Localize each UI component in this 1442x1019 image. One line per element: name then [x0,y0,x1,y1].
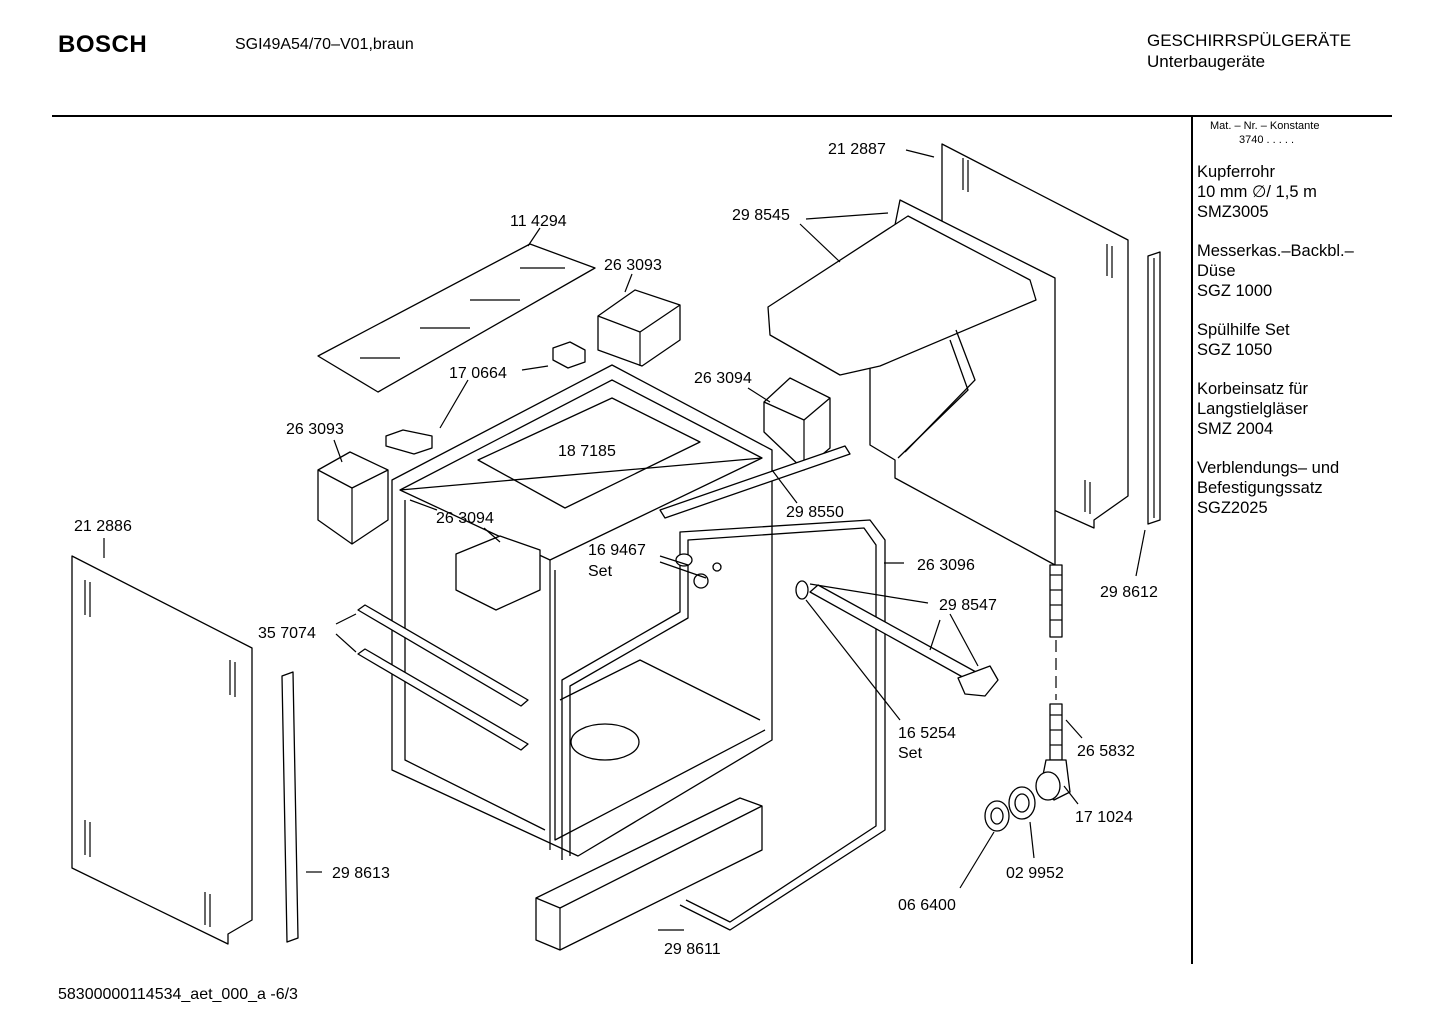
accessory-item: Spülhilfe Set SGZ 1050 [1197,320,1354,360]
rail-upper [357,604,529,707]
part-label: 06 6400 [898,897,956,914]
part-label: 18 7185 [558,443,616,460]
elbow-connector [1035,759,1071,801]
side-strip-right [1147,251,1161,525]
part-label: 29 8612 [1100,584,1158,601]
part-label: 17 1024 [1075,809,1133,826]
accessory-list: Kupferrohr 10 mm ∅/ 1,5 m SMZ3005 Messer… [1197,162,1354,537]
material-number-value: 3740 . . . . . [1239,134,1295,146]
part-label: 26 3096 [917,557,975,574]
part-label: 26 3094 [694,370,752,387]
base-plinth [535,797,763,951]
mounting-nut [984,800,1010,832]
part-label: Set [588,563,613,580]
part-label: 21 2886 [74,518,132,535]
rail-lower [357,648,529,751]
door-gasket [561,519,886,931]
accessory-line: Spülhilfe Set [1197,321,1290,339]
cover-bracket-center [455,535,541,611]
part-label: 17 0664 [449,365,507,382]
sidebar-divider [1191,117,1193,964]
accessory-item: Messerkas.–Backbl.– Düse SGZ 1000 [1197,241,1354,301]
accessory-line: Befestigungssatz [1197,479,1323,497]
leader-lines [103,149,1146,931]
category-subtitle: Unterbaugeräte [1147,52,1266,71]
sealing-ring [1008,786,1036,820]
accessory-line: Messerkas.–Backbl.– [1197,242,1354,260]
part-label: Set [898,745,923,762]
cover-bracket-right [763,377,831,471]
part-label: 21 2887 [828,141,886,158]
bracket-top [597,289,681,367]
mounting-clip-top [552,341,586,369]
part-label: 26 3094 [436,510,494,527]
accessory-code: SGZ 1050 [1197,341,1273,359]
bracket-left [317,451,389,545]
door-seal-strip [659,445,851,519]
accessory-item: Korbeinsatz für Langstielgläser SMZ 2004 [1197,379,1354,439]
part-label: 26 5832 [1077,743,1135,760]
side-panel-left [71,555,253,945]
accessory-line: Düse [1197,262,1236,280]
part-label: 26 3093 [286,421,344,438]
part-label: 29 8613 [332,865,390,882]
material-number-label: Mat. – Nr. – Konstante [1210,120,1320,132]
accessory-code: SMZ 2004 [1197,420,1274,438]
accessory-line: Langstielgläser [1197,400,1308,418]
hinge-rod [795,580,999,697]
dishwasher-tub [391,364,773,857]
part-label: 35 7074 [258,625,316,642]
accessory-item: Verblendungs– und Befestigungssatz SGZ20… [1197,458,1354,518]
part-label: 16 9467 [588,542,646,559]
accessory-line: Kupferrohr [1197,163,1275,181]
mounting-clip-left [385,429,433,455]
header-divider [52,115,1392,117]
part-label: 26 3093 [604,257,662,274]
accessory-code: SGZ2025 [1197,499,1268,517]
document-id: 58300000114534_aet_000_a -6/3 [58,986,298,1003]
top-cover-plate [317,243,596,393]
insulation-mat [767,199,1056,566]
part-label: 16 5254 [898,725,956,742]
part-label: 29 8545 [732,207,790,224]
part-label: 29 8550 [786,504,844,521]
drain-hose [1049,564,1063,761]
accessory-line: 10 mm ∅/ 1,5 m [1197,183,1317,201]
brand-logo: BOSCH [58,31,148,58]
accessory-code: SMZ3005 [1197,203,1269,221]
accessory-line: Verblendungs– und [1197,459,1340,477]
accessory-item: Kupferrohr 10 mm ∅/ 1,5 m SMZ3005 [1197,162,1354,222]
category-title: GESCHIRRSPÜLGERÄTE [1147,31,1352,50]
part-label: 11 4294 [510,213,567,230]
part-label: 02 9952 [1006,865,1064,882]
part-label: 29 8547 [939,597,997,614]
accessory-code: SGZ 1000 [1197,282,1273,300]
model-number: SGI49A54/70–V01,braun [235,36,414,53]
accessory-line: Korbeinsatz für [1197,380,1308,398]
side-strip-left [281,671,299,943]
part-label: 29 8611 [664,941,721,958]
